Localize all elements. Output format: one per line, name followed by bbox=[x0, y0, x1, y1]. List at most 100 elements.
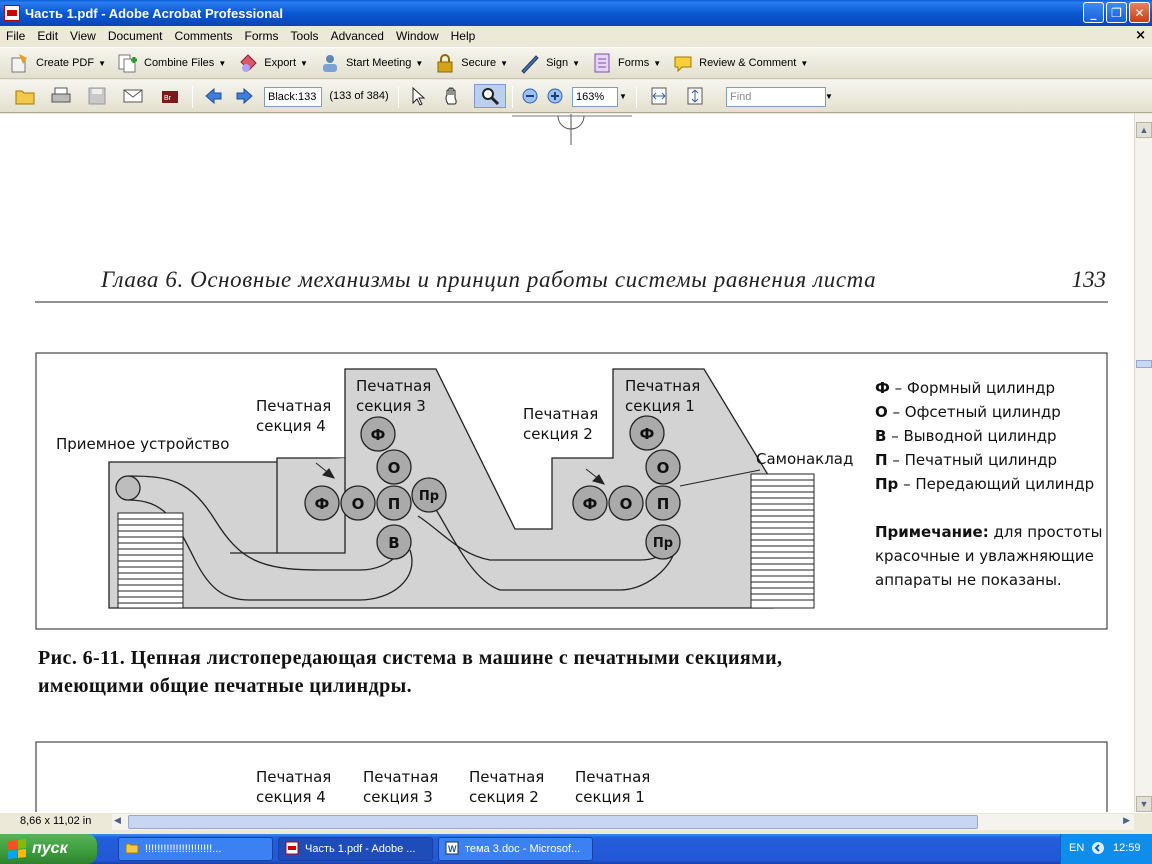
svg-text:О – Офсетный цилиндр: О – Офсетный цилиндр bbox=[875, 403, 1061, 421]
label-section1-line2: секция 1 bbox=[625, 397, 695, 415]
review-comment-button[interactable]: Review & Comment▼ bbox=[671, 51, 808, 75]
cylinder-plate-s1: Ф bbox=[629, 415, 665, 451]
legend-key: Пр bbox=[875, 475, 899, 493]
menu-file[interactable]: File bbox=[6, 29, 26, 43]
scroll-left-icon[interactable]: ◀ bbox=[114, 815, 121, 825]
zoom-in-icon[interactable] bbox=[545, 84, 565, 108]
secure-label: Secure bbox=[461, 57, 497, 69]
svg-text:Примечание: для простоты: Примечание: для простоты bbox=[875, 523, 1102, 541]
zoom-tool-icon[interactable] bbox=[474, 84, 506, 108]
document-viewer[interactable]: Глава 6. Основные механизмы и принцип ра… bbox=[0, 114, 1134, 812]
fig2-section2-line1: Печатная bbox=[469, 768, 544, 786]
tray-arrow-icon[interactable] bbox=[1091, 841, 1105, 858]
hand-tool-icon[interactable] bbox=[440, 84, 466, 108]
find-dropdown-chevron-icon[interactable]: ▼ bbox=[825, 91, 833, 101]
minimize-button[interactable]: _ bbox=[1083, 2, 1104, 23]
next-page-icon[interactable] bbox=[232, 84, 258, 108]
figure-caption-line2: имеющими общие печатные цилиндры. bbox=[38, 675, 412, 697]
taskbar-item-word[interactable]: W тема 3.doc - Microsof... bbox=[438, 837, 593, 861]
fit-width-icon[interactable] bbox=[646, 84, 672, 108]
cylinder-blanket-s4: О bbox=[340, 485, 376, 521]
svg-text:П – Печатный цилиндр: П – Печатный цилиндр bbox=[875, 451, 1057, 469]
find-input[interactable]: Find bbox=[726, 87, 826, 107]
label-section3-line2: секция 3 bbox=[356, 397, 426, 415]
zoom-dropdown-chevron-icon[interactable]: ▼ bbox=[619, 91, 627, 101]
status-bar: 8,66 x 11,02 in ◀ ▶ bbox=[0, 812, 1152, 831]
fig2-section4-line1: Печатная bbox=[256, 768, 331, 786]
previous-page-icon[interactable] bbox=[200, 84, 226, 108]
navigation-toolbar: Br Black:133 (133 of 384) 163% ▼ Find ▼ bbox=[0, 80, 1152, 113]
email-icon[interactable] bbox=[120, 84, 146, 108]
taskbar-item-acrobat[interactable]: Часть 1.pdf - Adobe ... bbox=[278, 837, 433, 861]
vertical-scroll-thumb[interactable] bbox=[1136, 360, 1152, 368]
forms-button[interactable]: Forms▼ bbox=[590, 51, 661, 75]
sign-button[interactable]: Sign▼ bbox=[518, 51, 580, 75]
cylinder-plate-s3: Ф bbox=[360, 416, 396, 452]
open-folder-icon[interactable] bbox=[12, 84, 38, 108]
start-button[interactable]: пуск bbox=[0, 834, 97, 864]
label-section2-line2: секция 2 bbox=[523, 425, 593, 443]
window-titlebar: Часть 1.pdf - Adobe Acrobat Professional… bbox=[0, 0, 1152, 26]
svg-text:О: О bbox=[620, 495, 633, 513]
organizer-icon[interactable]: Br bbox=[158, 84, 184, 108]
chevron-down-icon: ▼ bbox=[800, 58, 809, 68]
menu-document[interactable]: Document bbox=[107, 29, 163, 43]
menu-window[interactable]: Window bbox=[395, 29, 439, 43]
scroll-right-icon[interactable]: ▶ bbox=[1123, 815, 1130, 825]
cylinder-transfer-feed: Пр bbox=[645, 524, 681, 560]
svg-text:Ф: Ф bbox=[583, 495, 598, 513]
legend-key: О bbox=[875, 403, 888, 421]
restore-button[interactable]: ❐ bbox=[1106, 2, 1127, 23]
cylinder-blanket-s3: О bbox=[376, 449, 412, 485]
save-icon[interactable] bbox=[84, 84, 110, 108]
secure-button[interactable]: Secure▼ bbox=[433, 51, 508, 75]
cylinder-blanket-s1: О bbox=[645, 449, 681, 485]
select-tool-icon[interactable] bbox=[406, 84, 432, 108]
zoom-level-input[interactable]: 163% bbox=[572, 87, 618, 107]
zoom-out-icon[interactable] bbox=[520, 84, 540, 108]
sign-label: Sign bbox=[546, 57, 569, 69]
combine-files-button[interactable]: Combine Files▼ bbox=[116, 51, 226, 75]
menu-edit[interactable]: Edit bbox=[37, 29, 59, 43]
print-icon[interactable] bbox=[48, 84, 74, 108]
export-button[interactable]: Export▼ bbox=[236, 51, 308, 75]
horizontal-scrollbar[interactable]: ◀ ▶ bbox=[112, 814, 1134, 830]
horizontal-scroll-thumb[interactable] bbox=[128, 815, 978, 829]
comment-icon bbox=[671, 51, 695, 75]
chevron-down-icon: ▼ bbox=[98, 58, 106, 68]
scroll-down-icon[interactable]: ▼ bbox=[1136, 796, 1152, 812]
window-title: Часть 1.pdf - Adobe Acrobat Professional bbox=[25, 5, 284, 21]
svg-text:О: О bbox=[657, 459, 670, 477]
scroll-up-icon[interactable]: ▲ bbox=[1136, 122, 1152, 138]
document-close-button[interactable]: × bbox=[1135, 28, 1146, 43]
label-section4-line2: секция 4 bbox=[256, 417, 326, 435]
menu-advanced[interactable]: Advanced bbox=[330, 29, 384, 43]
language-indicator[interactable]: EN bbox=[1069, 842, 1085, 854]
label-section4-line1: Печатная bbox=[256, 397, 331, 415]
vertical-scrollbar[interactable]: ▲ ▼ bbox=[1134, 114, 1152, 812]
start-meeting-button[interactable]: Start Meeting▼ bbox=[318, 51, 423, 75]
menu-comments[interactable]: Comments bbox=[174, 29, 233, 43]
svg-text:Пр: Пр bbox=[653, 536, 673, 551]
fig2-section1-line1: Печатная bbox=[575, 768, 650, 786]
menu-help[interactable]: Help bbox=[450, 29, 476, 43]
legend-text: – Формный цилиндр bbox=[890, 379, 1055, 397]
svg-text:О: О bbox=[352, 495, 365, 513]
taskbar-item-folder[interactable]: !!!!!!!!!!!!!!!!!!!!!!... bbox=[118, 837, 273, 861]
menu-view[interactable]: View bbox=[70, 29, 96, 43]
fit-page-icon[interactable] bbox=[682, 84, 708, 108]
svg-text:П: П bbox=[388, 495, 401, 513]
create-pdf-icon bbox=[8, 51, 32, 75]
close-button[interactable]: ✕ bbox=[1129, 2, 1150, 23]
page-number-input[interactable]: Black:133 bbox=[264, 87, 322, 107]
label-section1-line1: Печатная bbox=[625, 377, 700, 395]
menu-forms[interactable]: Forms bbox=[244, 29, 279, 43]
label-section3-line1: Печатная bbox=[356, 377, 431, 395]
legend-text: – Выводной цилиндр bbox=[886, 427, 1056, 445]
fig2-section2-line2: секция 2 bbox=[469, 788, 539, 806]
chevron-down-icon: ▼ bbox=[500, 58, 509, 68]
svg-text:Ф: Ф bbox=[371, 426, 386, 444]
menu-tools[interactable]: Tools bbox=[290, 29, 319, 43]
create-pdf-button[interactable]: Create PDF▼ bbox=[8, 51, 106, 75]
feeder-pointer bbox=[679, 469, 761, 487]
